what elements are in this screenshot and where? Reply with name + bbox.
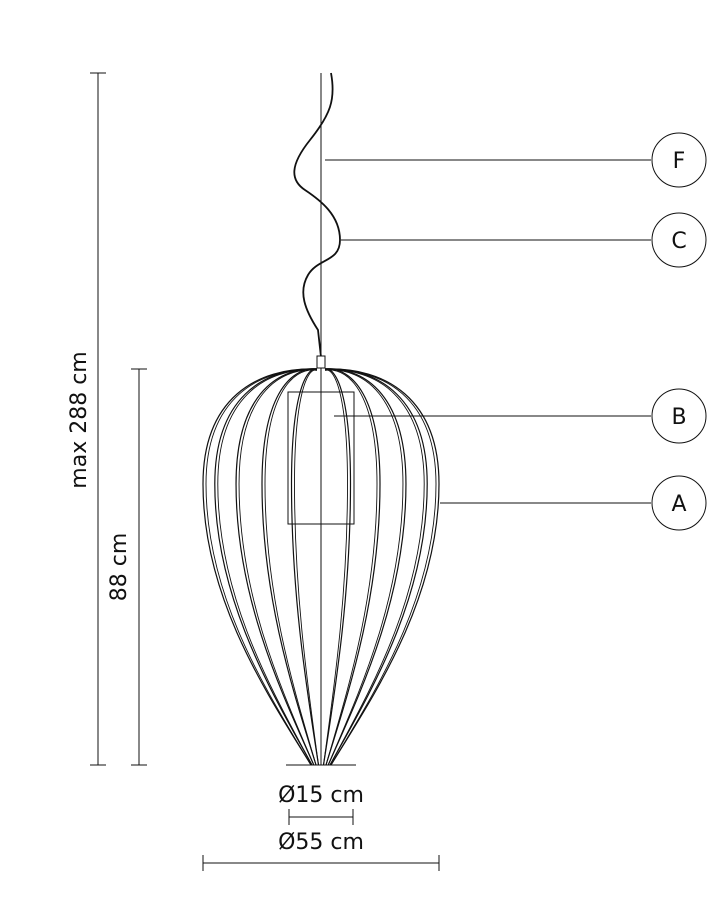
callout-b: B — [651, 388, 707, 444]
cage-rib — [217, 369, 318, 766]
cage-rib — [324, 368, 440, 766]
lamp-cage — [202, 368, 440, 766]
cage-rib — [323, 369, 348, 766]
cage-rib — [324, 368, 381, 766]
cage-rib — [235, 368, 318, 766]
callout-c: C — [651, 212, 707, 268]
canopy-diameter-label: Ø15 cm — [278, 783, 364, 808]
cage-rib — [324, 369, 404, 766]
canopy-diameter-dimension: Ø15 cm — [278, 783, 364, 825]
cage-rib — [261, 368, 318, 766]
cage-rib — [205, 369, 318, 766]
lamp-height-dimension: 88 cm — [107, 368, 147, 766]
lamp-height-label: 88 cm — [107, 533, 132, 602]
power-cord — [293, 72, 341, 358]
callout-a: A — [651, 475, 707, 531]
cage-rib — [324, 369, 378, 766]
diffuser — [287, 391, 355, 525]
cage-rib — [324, 369, 425, 766]
cage-rib — [238, 369, 318, 766]
cage-rib — [264, 369, 318, 766]
cage-rib — [290, 368, 320, 766]
connector — [316, 355, 326, 369]
callout-f: F — [651, 132, 707, 188]
max-height-dimension: max 288 cm — [67, 72, 106, 766]
cage-rib — [324, 368, 428, 766]
callout-b-label: B — [671, 405, 686, 430]
cage-rib — [322, 368, 352, 766]
cage-rib — [294, 369, 319, 766]
cage-rib — [324, 368, 407, 766]
lamp-diameter-dimension: Ø55 cm — [202, 830, 440, 871]
callout-a-label: A — [671, 492, 686, 517]
cage-rib — [202, 368, 318, 766]
cage-rib — [324, 369, 437, 766]
callout-f-label: F — [673, 149, 686, 174]
cage-rib — [214, 368, 318, 766]
max-height-label: max 288 cm — [67, 351, 92, 488]
callout-c-label: C — [671, 229, 686, 254]
lamp-diameter-label: Ø55 cm — [278, 830, 364, 855]
